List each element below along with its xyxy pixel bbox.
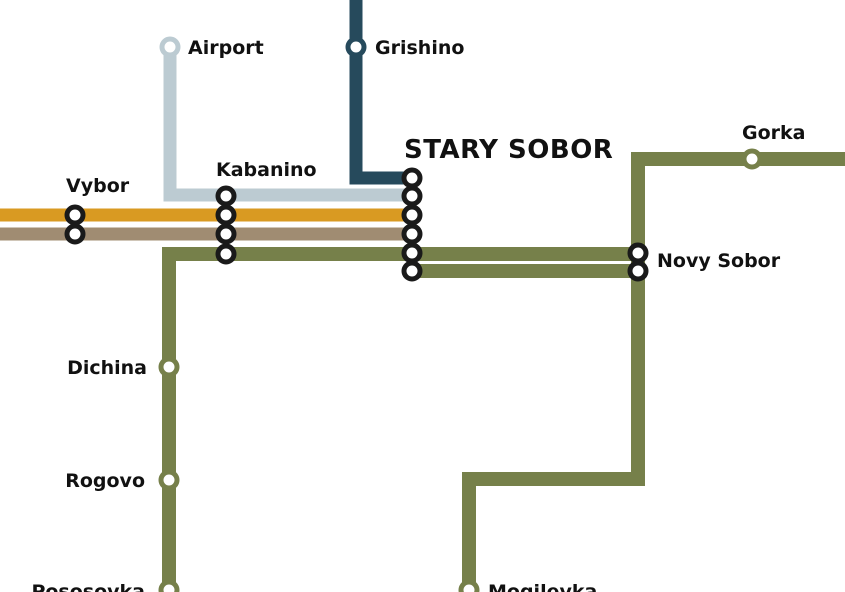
station-label-novy-sobor[interactable]: Novy Sobor bbox=[657, 250, 781, 272]
station-grishino-marker[interactable] bbox=[345, 36, 367, 58]
line-olive-main bbox=[162, 247, 645, 592]
station-labels: Airport Grishino STARY SOBOR Gorka Vybor… bbox=[31, 37, 805, 592]
station-label-stary-sobor[interactable]: STARY SOBOR bbox=[404, 135, 613, 165]
station-mogilevka-marker[interactable] bbox=[458, 579, 480, 592]
station-airport-marker[interactable] bbox=[159, 36, 181, 58]
line-olive-gorka bbox=[631, 152, 845, 254]
station-label-kabanino[interactable]: Kabanino bbox=[216, 159, 317, 181]
station-label-mogilevka[interactable]: Mogilevka bbox=[488, 581, 597, 592]
station-label-grishino[interactable]: Grishino bbox=[375, 37, 464, 59]
station-stary-sobor-marker[interactable] bbox=[401, 167, 423, 282]
station-label-bottom-left[interactable]: Pososovka bbox=[31, 581, 145, 592]
station-vybor-marker[interactable] bbox=[64, 204, 86, 245]
station-kabanino-marker[interactable] bbox=[215, 185, 237, 265]
station-rogovo-marker[interactable] bbox=[158, 469, 180, 491]
interchange-stations bbox=[64, 167, 649, 282]
station-bottom-left-marker[interactable] bbox=[158, 579, 180, 592]
station-gorka-marker[interactable] bbox=[741, 148, 763, 170]
line-dark-blue bbox=[349, 0, 412, 185]
simple-stations bbox=[158, 36, 763, 592]
station-novy-sobor-marker[interactable] bbox=[627, 242, 649, 282]
station-dichina-marker[interactable] bbox=[158, 356, 180, 378]
station-label-vybor[interactable]: Vybor bbox=[66, 175, 130, 197]
station-label-gorka[interactable]: Gorka bbox=[742, 122, 805, 144]
station-label-rogovo[interactable]: Rogovo bbox=[65, 470, 145, 492]
station-label-airport[interactable]: Airport bbox=[188, 37, 264, 59]
line-light-blue bbox=[163, 47, 412, 202]
station-label-dichina[interactable]: Dichina bbox=[67, 357, 147, 379]
